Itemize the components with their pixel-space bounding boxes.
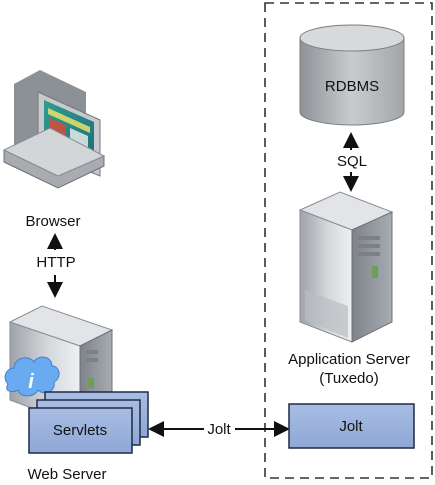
- app-tier-boundary: [264, 2, 433, 479]
- jolt-box: [288, 403, 415, 449]
- info-badge-letter: i: [28, 371, 34, 393]
- sql-label: SQL: [337, 153, 367, 170]
- database-icon: [299, 24, 405, 126]
- app-server-icon: [298, 191, 394, 343]
- computer-icon: [2, 70, 106, 189]
- jolt-box-label: Jolt: [339, 418, 363, 435]
- servlets-stack: Servlets: [28, 391, 149, 454]
- app-server-label-line2: (Tuxedo): [319, 370, 378, 387]
- web-server-label: Web Server: [28, 466, 107, 483]
- http-label: HTTP: [36, 254, 75, 271]
- info-cloud-icon: i: [4, 356, 60, 397]
- servlets-box: [28, 407, 133, 454]
- rdbms-label: RDBMS: [325, 78, 379, 95]
- servlets-label: Servlets: [53, 422, 107, 439]
- browser-label: Browser: [25, 213, 80, 230]
- app-server-label-line1: Application Server: [288, 351, 410, 368]
- jolt-connector-label: Jolt: [207, 421, 231, 438]
